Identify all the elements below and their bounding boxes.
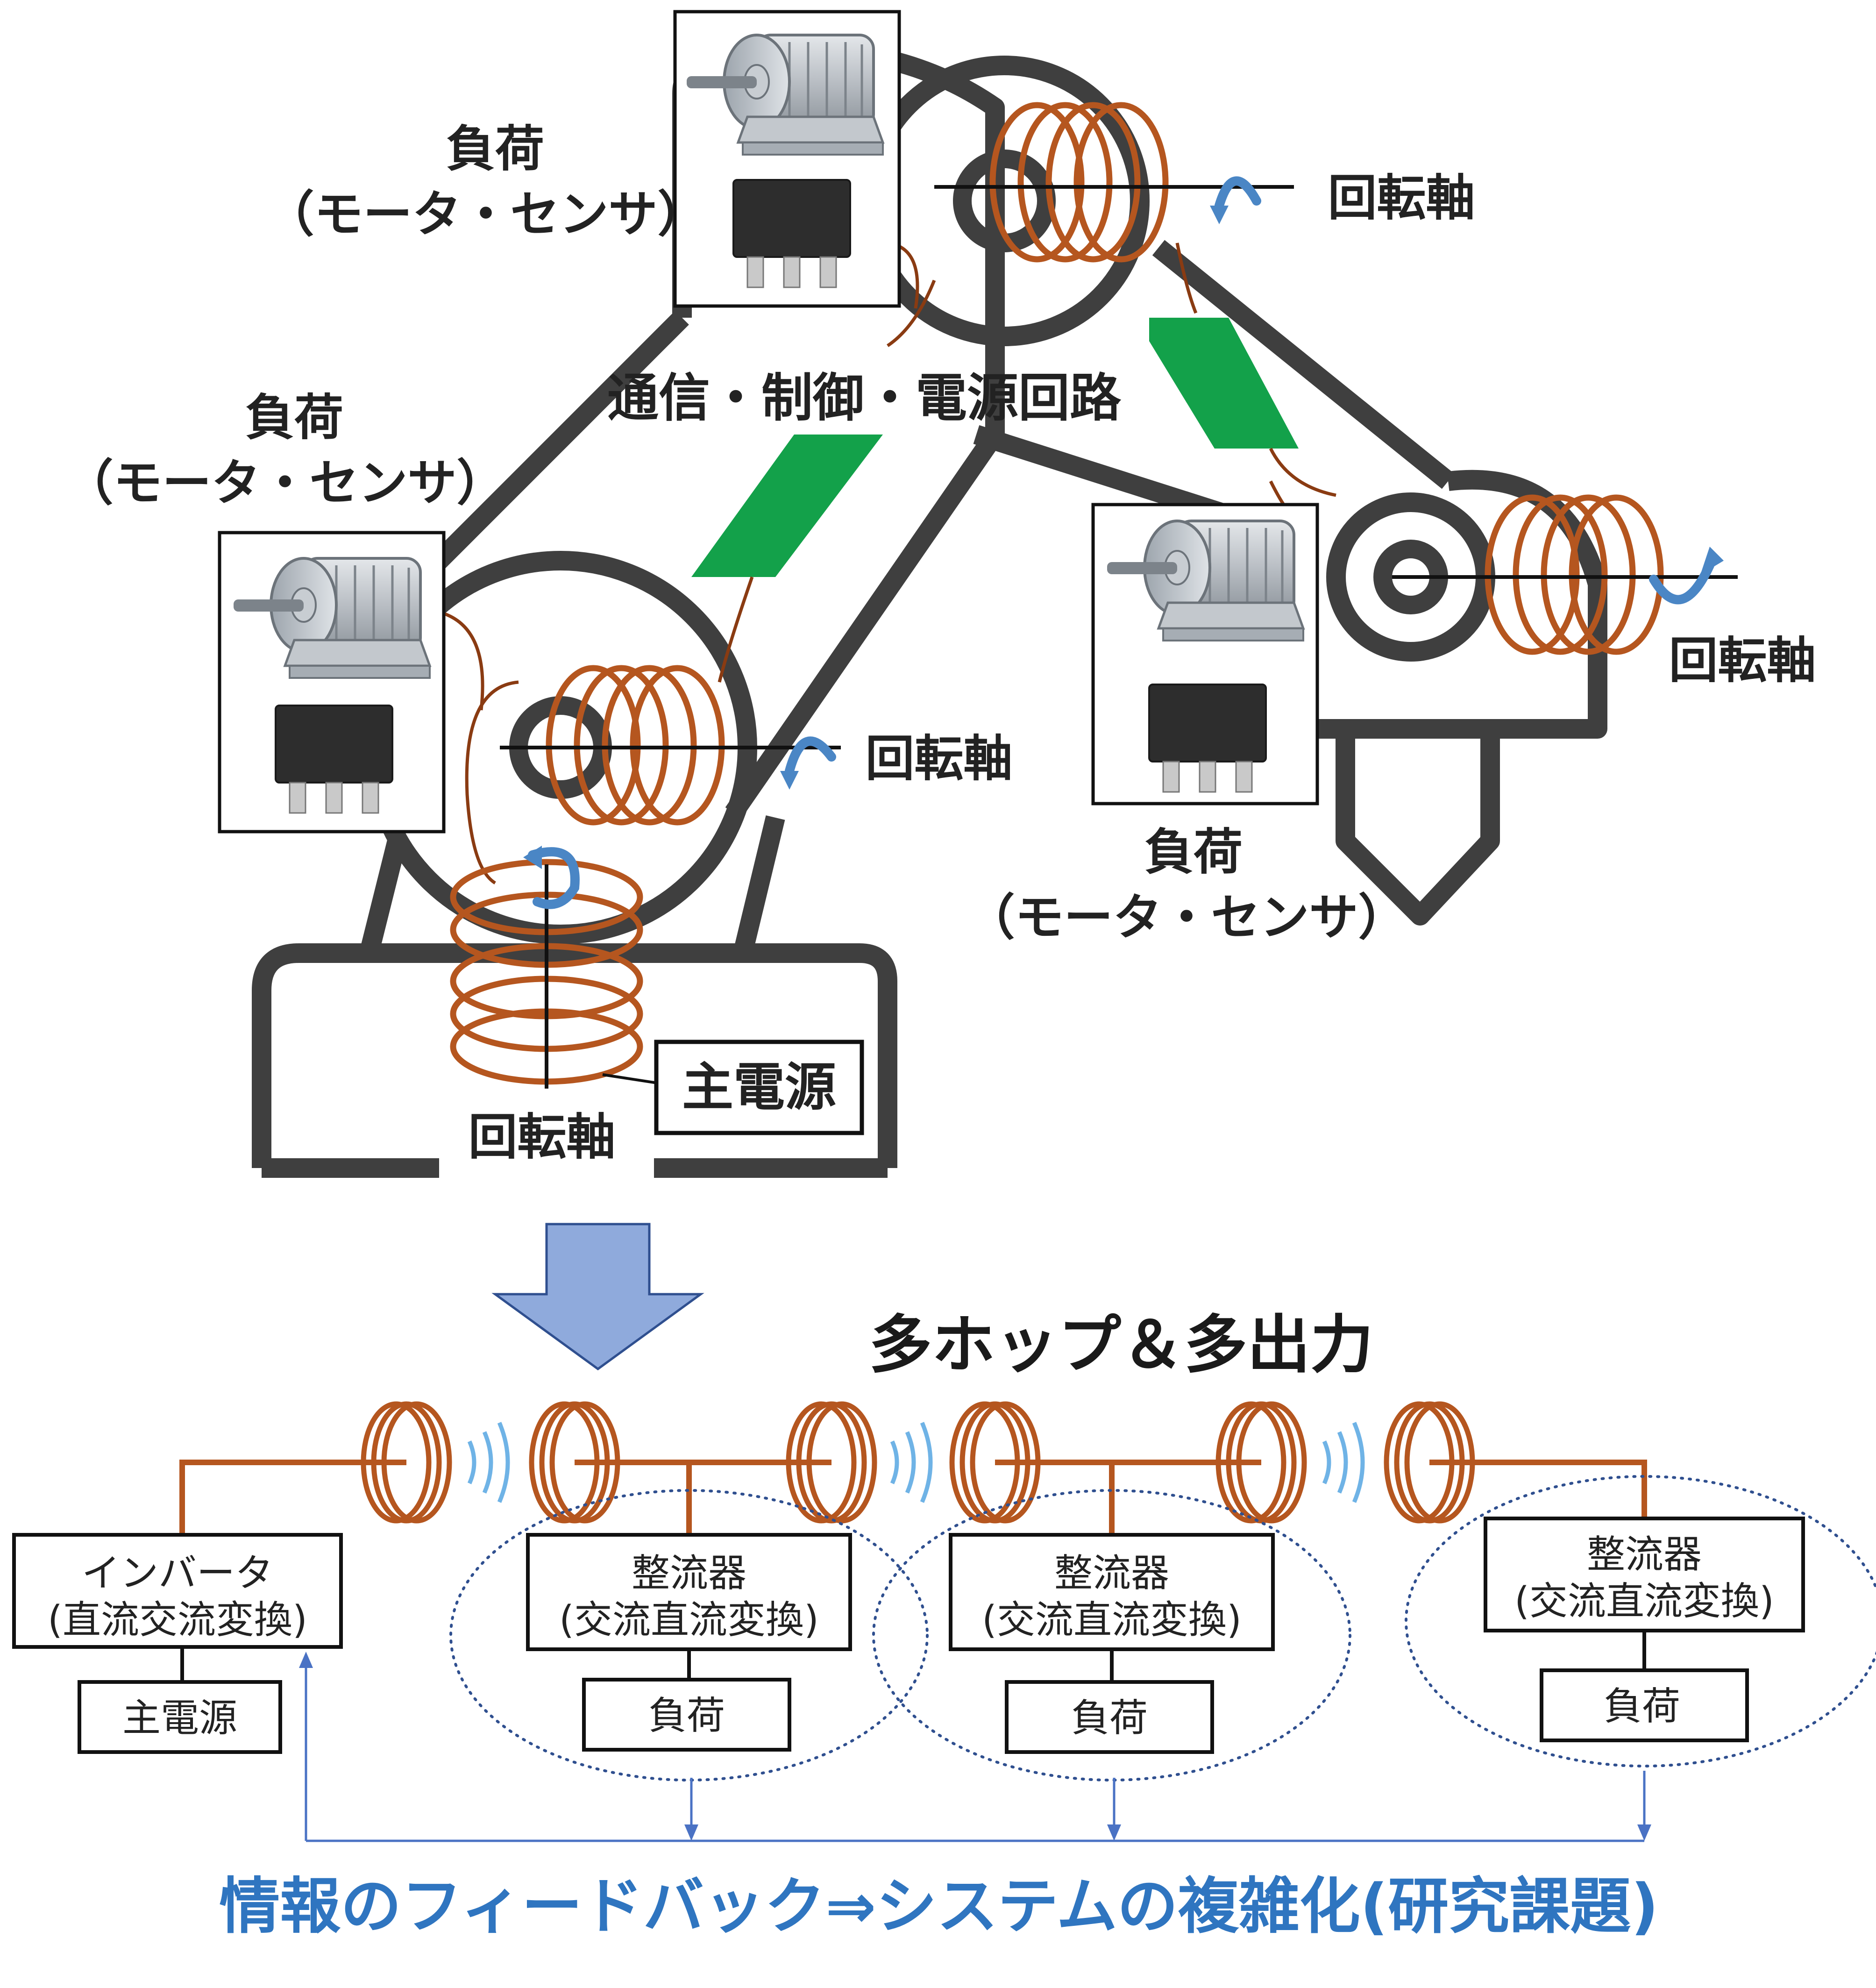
feedback-arrow-head [1107,1824,1121,1841]
sensor-chip-icon [1148,684,1267,793]
sensor-chip-icon [732,179,851,288]
inverter-sublabel: (直流交流変換) [48,1598,307,1642]
load-label: 負荷 [1071,1696,1148,1740]
wireless-wave-icon [892,1423,931,1502]
axis-label-right: 回転軸 [1669,632,1816,689]
load-label-left-2: （モータ・センサ） [64,455,505,512]
wireless-wave-icon [469,1423,508,1502]
main-power-label: 主電源 [682,1057,836,1117]
feedback-arrow-head [299,1652,313,1668]
load-label-left-1: 負荷 [245,389,343,446]
main-power-lower-label: 主電源 [122,1696,237,1740]
rectifier-sublabel: (交流直流変換) [1514,1579,1774,1624]
receiver-group-ellipse [449,1489,929,1781]
wireless-wave-icon [1324,1423,1363,1502]
feedback-lines [305,1668,1646,1842]
load-label-right-1: 負荷 [1144,824,1243,881]
load-label-top-2: （モータ・センサ） [265,186,706,243]
inverter-label: インバータ [82,1551,273,1596]
receiver-group-ellipse [872,1489,1351,1781]
feedback-arrow-head [684,1824,698,1841]
rotation-arrow-icon [528,847,580,909]
rotation-arrow-head [1210,206,1229,224]
rotation-arrow-icon [1649,561,1714,605]
rotation-arrow-head [1700,547,1724,575]
pcb-icon [691,435,883,577]
pcb-icon [1149,318,1299,449]
load-box [1005,1680,1214,1754]
coil-icon [549,668,722,822]
multi-hop-heading: 多ホップ＆多出力 [869,1308,1373,1382]
axis-label-base: 回転軸 [468,1109,615,1166]
load-box [582,1678,791,1752]
down-arrow-icon [491,1223,704,1371]
load-box-right [1091,503,1319,805]
load-label: 負荷 [1604,1684,1680,1729]
rectifier-label: 整流器 [632,1551,746,1596]
wiring [439,241,1336,884]
rectifier-box [1484,1517,1805,1632]
load-box-top [673,10,901,308]
inverter-box [12,1533,343,1649]
rectifier-sublabel: (交流直流変換) [982,1598,1242,1642]
axis-label-top: 回転軸 [1328,170,1475,227]
load-box [1540,1668,1749,1742]
circuit-label: 通信・制御・電源回路 [607,368,1122,428]
main-power-box-lower [78,1680,282,1754]
rotation-arrow-icon [785,736,836,776]
load-box-left [218,531,446,834]
load-label: 負荷 [648,1694,725,1738]
rectifier-sublabel: (交流直流変換) [559,1598,819,1642]
rectifier-label: 整流器 [1054,1551,1169,1596]
leader-line [602,1073,664,1085]
feedback-arrow-head [1637,1824,1651,1841]
axis-label-lower: 回転軸 [865,730,1012,787]
rotation-arrow-head [523,846,542,869]
receiver-group-ellipse [1405,1475,1876,1767]
load-label-top-1: 負荷 [446,121,544,178]
load-label-right-2: （モータ・センサ） [966,889,1407,946]
rectifier-label: 整流器 [1587,1532,1702,1577]
main-power-box [654,1040,864,1135]
rectifier-box [949,1533,1275,1651]
rotation-arrow-icon [1215,176,1261,210]
sensor-chip-icon [275,705,393,814]
top-joint-hole [953,150,1056,252]
feedback-caption: 情報のフィードバック⇒システムの複雑化(研究課題) [219,1871,1658,1942]
rotation-arrow-head [780,771,799,790]
